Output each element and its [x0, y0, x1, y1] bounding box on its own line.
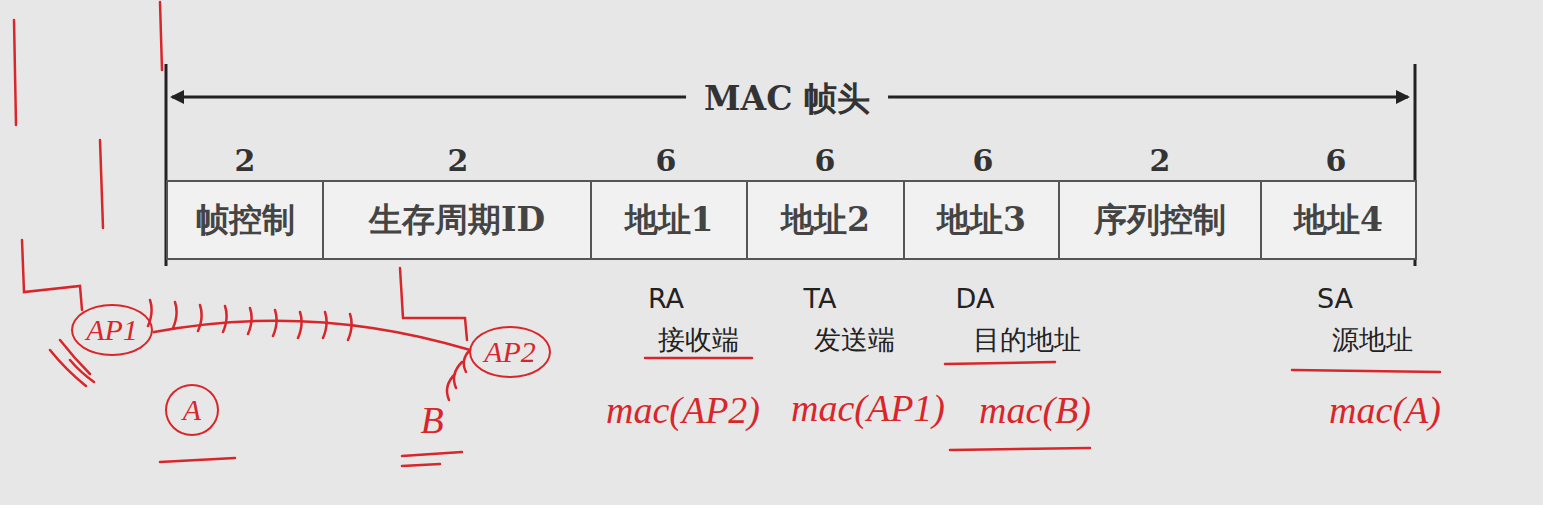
byte-count: 6	[656, 143, 677, 178]
underline	[945, 362, 1055, 364]
address-label: 目的地址	[973, 322, 1081, 358]
scribble	[160, 2, 162, 70]
header-field: 地址2	[746, 180, 905, 260]
node-text: A	[183, 393, 201, 427]
header-field: 序列控制	[1058, 180, 1262, 260]
node-text: 地址4	[1294, 198, 1383, 243]
underline	[402, 452, 462, 456]
scribble	[14, 20, 16, 125]
station-circle: A	[165, 384, 219, 436]
handwritten-note: B	[420, 398, 443, 442]
handwritten-note: mac(B)	[979, 388, 1091, 432]
address-label: TA	[804, 283, 837, 314]
address-label: RA	[648, 283, 684, 314]
handwritten-note: mac(AP1)	[791, 386, 945, 430]
header-field: 地址1	[590, 180, 748, 260]
underline	[1292, 370, 1440, 372]
node-text: 序列控制	[1094, 198, 1226, 243]
node-text: 生存周期ID	[369, 198, 545, 243]
waves	[447, 350, 470, 400]
header-field: 帧控制	[166, 180, 324, 260]
header-field: 生存周期ID	[322, 180, 592, 260]
underline	[645, 357, 752, 360]
handwritten-note: mac(A)	[1329, 388, 1441, 432]
byte-count: 2	[448, 143, 469, 178]
node-text: AP2	[484, 335, 536, 369]
header-title: MAC 帧头	[686, 77, 888, 122]
node-text: 地址3	[937, 198, 1026, 243]
header-field: 地址4	[1260, 180, 1417, 260]
scribble	[100, 140, 103, 228]
byte-count: 2	[1150, 143, 1171, 178]
underline	[402, 464, 440, 466]
node-text: AP1	[86, 313, 138, 347]
address-label: DA	[956, 283, 995, 314]
byte-count: 6	[1326, 143, 1347, 178]
header-field: 地址3	[903, 180, 1060, 260]
station-circle: AP1	[71, 304, 153, 356]
station-circle: AP2	[469, 326, 551, 378]
address-label: 源地址	[1332, 322, 1413, 358]
address-label: 发送端	[814, 322, 895, 358]
tower	[400, 268, 467, 340]
tower	[22, 240, 82, 310]
waves	[50, 300, 352, 386]
underline	[160, 458, 235, 462]
address-label: SA	[1317, 283, 1353, 314]
byte-count: 2	[235, 143, 256, 178]
handwritten-note: mac(AP2)	[606, 388, 760, 432]
underline	[950, 448, 1090, 450]
address-label: 接收端	[658, 322, 739, 358]
byte-count: 6	[973, 143, 994, 178]
node-text: 地址1	[625, 198, 714, 243]
node-text: 地址2	[781, 198, 870, 243]
byte-count: 6	[815, 143, 836, 178]
node-text: 帧控制	[196, 198, 295, 243]
wireless-link	[153, 321, 470, 350]
